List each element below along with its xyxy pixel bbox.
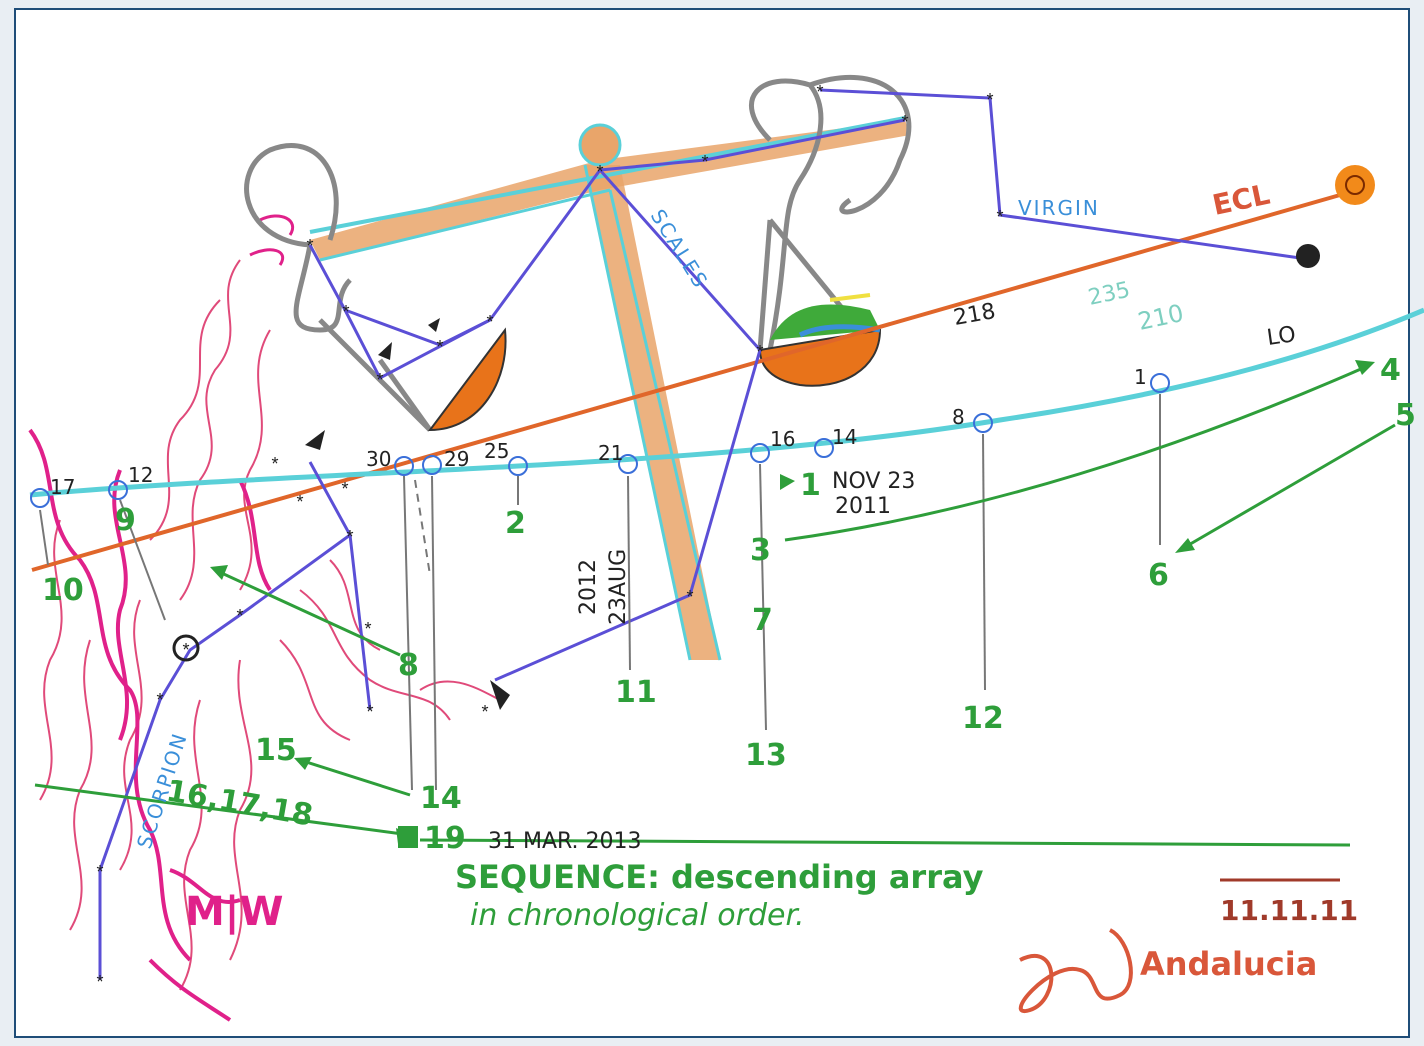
svg-text:*: * [364,619,371,639]
svg-text:*: * [296,492,303,512]
dot-label: 12 [128,463,153,487]
ear-mark [259,214,294,236]
svg-text:*: * [901,112,908,132]
scale-beam [309,116,910,661]
ear-mark [249,248,284,266]
arrow-heads [210,360,1375,848]
svg-text:*: * [701,152,708,172]
sequence-arrows [34,363,1396,847]
date-nov-year: 2011 [835,494,891,519]
star-symbol-spica [1296,244,1320,268]
constellation-lines [98,88,1301,980]
seq-number: 14 [420,781,462,816]
seq-number: 8 [398,648,419,683]
right-pan [758,328,882,387]
note-210: 210 [1135,299,1186,336]
seq-number: 15 [255,733,297,768]
dot-labels: 17 12 30 29 25 21 16 14 8 1 [50,365,1147,499]
svg-text:*: * [816,82,823,102]
seq-number: 12 [962,701,1004,736]
svg-text:*: * [342,302,349,322]
dot-label: 8 [952,405,965,429]
scale-strings [244,74,912,432]
seq-number: 13 [745,738,787,773]
sun-icon [1335,165,1375,205]
triangles [305,318,510,710]
seq-number: 2 [505,506,526,541]
date-nov: NOV 23 [832,469,915,494]
date-aug-year: 2012 [576,559,601,615]
note-235: 235 [1086,278,1132,311]
svg-text:*: * [156,690,163,710]
svg-text:*: * [96,862,103,882]
svg-text:*: * [346,527,353,547]
right-pan-greenery [770,304,880,340]
date-mar: 31 MAR. 2013 [488,829,642,854]
star-symbol-alpha-scorpion: * [172,634,200,662]
sequence-line-1: SEQUENCE: descending array [455,858,984,896]
ecliptic-line [31,193,1341,572]
svg-text:*: * [756,342,763,362]
svg-text:*: * [366,702,373,722]
svg-text:*: * [596,162,603,182]
drop-lines [39,394,1161,791]
seq-number: 3 [750,533,771,568]
svg-text:*: * [182,640,189,660]
seq-number: 4 [1380,353,1401,388]
dot-label: 1 [1134,365,1147,389]
svg-text:*: * [306,236,313,256]
seq-number: 9 [115,503,136,538]
seq-number: 19 [424,821,466,856]
date-code: 11.11.11 [1220,894,1358,927]
svg-text:*: * [376,370,383,390]
scorpion-flames [39,259,501,991]
svg-text:*: * [486,312,493,332]
virgin-label: VIRGIN [1018,196,1100,220]
dot-label: 30 [366,447,391,471]
svg-text:*: * [271,454,278,474]
sequence-line-2: in chronological order. [470,898,805,933]
dot-label: 25 [484,439,509,463]
left-pan [427,327,507,432]
date-aug: 23AUG [606,549,631,625]
dot-label: 17 [50,475,75,499]
dot-label: 16 [770,427,795,451]
place-label: Andalucia [1140,945,1317,983]
svg-text:*: * [236,606,243,626]
svg-text:*: * [96,972,103,992]
seq-number: 5 [1395,398,1416,433]
seq-number: 11 [615,675,657,710]
seq-number: 10 [42,573,84,608]
seq-number: 16,17,18 [164,773,316,833]
seq-number: 7 [752,603,773,638]
svg-text:*: * [481,702,488,722]
lo-label: LO [1265,322,1297,351]
svg-text:*: * [341,479,348,499]
seq-number: 6 [1148,558,1169,593]
dot-label: 21 [598,441,623,465]
mw-label: M|W [185,889,284,936]
svg-text:*: * [436,337,443,357]
svg-text:*: * [996,207,1003,227]
orbit-line [29,307,1424,498]
signature [1018,928,1133,1014]
svg-text:*: * [986,90,993,110]
dot-label: 14 [832,425,857,449]
scales-label: SCALES [646,205,713,293]
right-pan-sun [829,293,871,302]
seq-number: 1 [800,468,821,503]
stars: * * * * * * * * * * * * * * * * * * * * * * * * [96,82,1003,992]
dot-label: 29 [444,447,469,471]
orbit-dots [30,373,1170,508]
scorpion-pink [28,428,272,1022]
svg-text:*: * [686,587,693,607]
